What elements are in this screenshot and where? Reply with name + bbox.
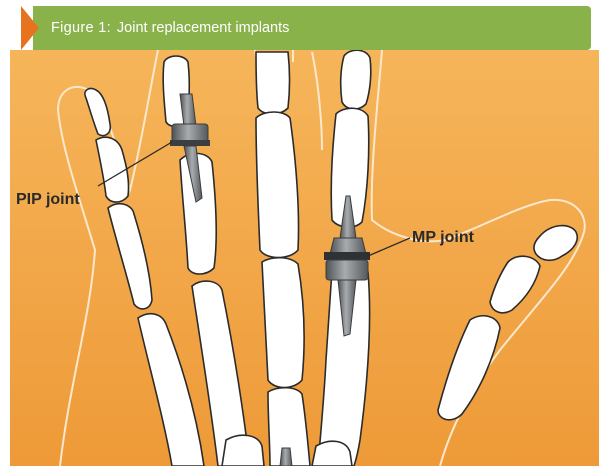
pip-implant-head bbox=[172, 124, 208, 142]
mp-implant-collar bbox=[324, 252, 370, 260]
wrist-implant-stem bbox=[280, 448, 292, 466]
pip-implant-collar bbox=[170, 140, 210, 146]
carpal-bone-right bbox=[312, 441, 352, 466]
banner-arrow-icon bbox=[21, 6, 39, 50]
mp-implant-cone bbox=[330, 238, 366, 254]
scan-margin bbox=[0, 0, 10, 466]
pip-joint-label: PIP joint bbox=[16, 191, 80, 209]
carpal-bone-left bbox=[222, 435, 264, 466]
middle-finger-middle bbox=[256, 112, 299, 258]
figure-title: Joint replacement implants bbox=[117, 20, 289, 36]
mp-joint-label: MP joint bbox=[412, 229, 474, 247]
figure-number: Figure 1: bbox=[51, 20, 111, 36]
middle-finger-proximal bbox=[262, 258, 304, 388]
middle-finger-distal bbox=[256, 52, 290, 114]
hand-diagram bbox=[10, 50, 599, 466]
figure-banner: Figure 1: Joint replacement implants bbox=[21, 6, 591, 50]
index-finger-distal bbox=[341, 50, 371, 109]
mp-implant-head bbox=[326, 260, 368, 280]
banner-text: Figure 1: Joint replacement implants bbox=[51, 6, 289, 50]
